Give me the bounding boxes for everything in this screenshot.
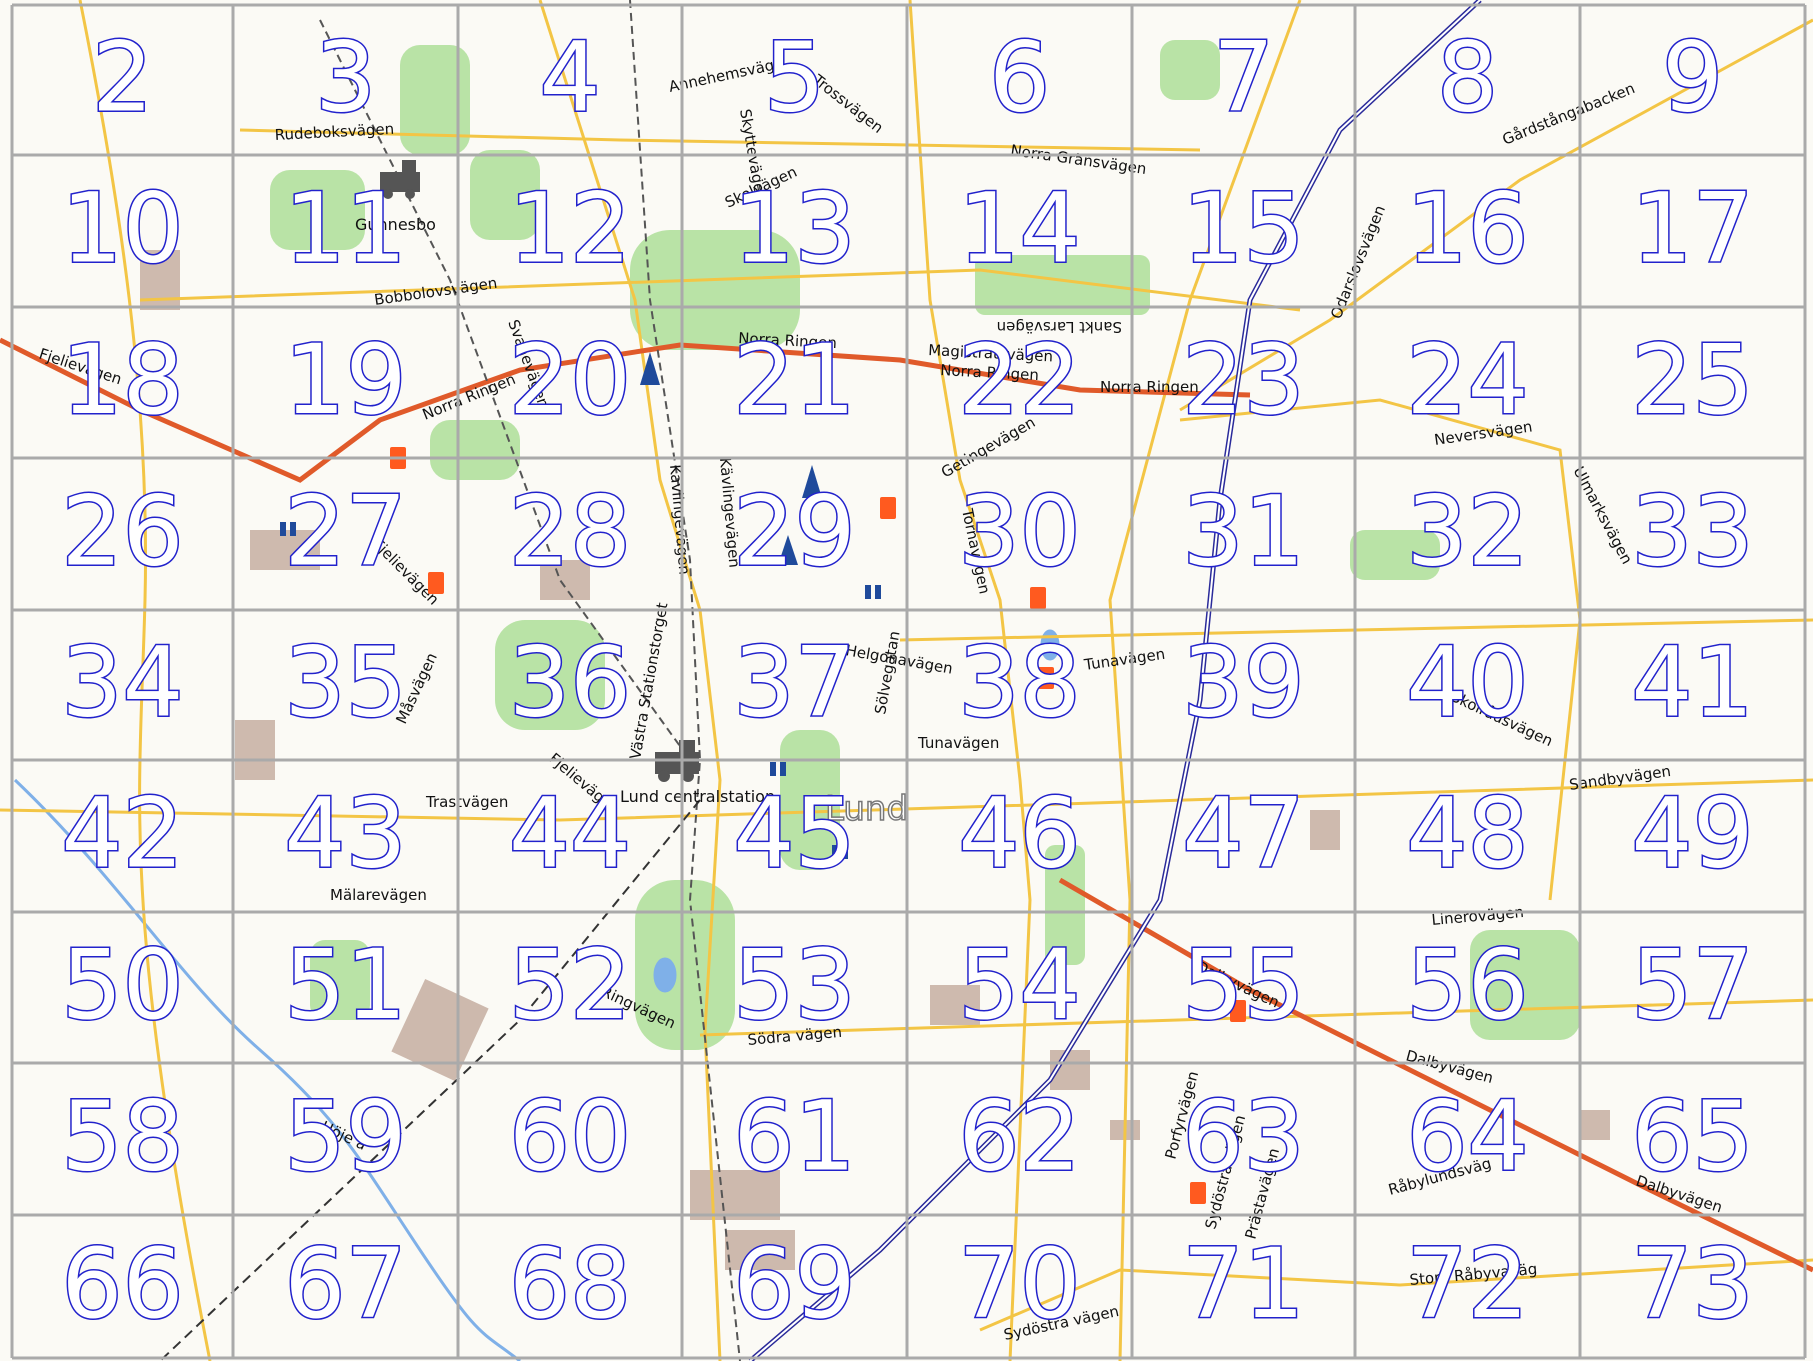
street-norra-ringen-n: Norra Ringen xyxy=(738,329,838,352)
street-malarevagen: Mälarevägen xyxy=(330,886,427,904)
grid-cell-number: 51 xyxy=(284,929,406,1041)
grid-cell-number: 27 xyxy=(284,475,406,587)
grid-cell-number: 28 xyxy=(509,475,631,587)
grid-cell-number: 16 xyxy=(1406,172,1528,284)
grid-cell-number: 65 xyxy=(1631,1080,1753,1192)
grid-cell-number: 33 xyxy=(1631,475,1753,587)
grid-cell-number: 17 xyxy=(1631,172,1753,284)
buildings xyxy=(140,250,1610,1270)
grid-cell-number: 43 xyxy=(284,777,406,889)
grid-cell-number: 68 xyxy=(509,1228,631,1340)
street-sankt-larsvagen: Sankt Larsvägen xyxy=(997,318,1122,336)
grid-cell-number: 66 xyxy=(61,1228,183,1340)
grid-cell-number: 29 xyxy=(733,475,855,587)
grid-cell-number: 67 xyxy=(284,1228,406,1340)
grid-cell-number: 60 xyxy=(509,1080,631,1192)
grid-cell-number: 9 xyxy=(1662,21,1723,133)
street-norra-ringen-ee: Norra Ringen xyxy=(1100,378,1199,396)
grid-cell-number: 47 xyxy=(1182,777,1304,889)
place-gunnesbo: Gunnesbo xyxy=(355,215,436,234)
grid-cell-number: 41 xyxy=(1631,626,1753,738)
grid-cell-number: 63 xyxy=(1182,1080,1304,1192)
grid-cell-number: 22 xyxy=(958,324,1080,436)
grid-cell-number: 31 xyxy=(1182,475,1304,587)
grid-cell-number: 13 xyxy=(733,172,855,284)
grid-cell-number: 6 xyxy=(989,21,1050,133)
tower-icon xyxy=(640,352,822,565)
grid-cell-number: 49 xyxy=(1631,777,1753,889)
grid-cell-number: 54 xyxy=(958,929,1080,1041)
grid-cell-number: 20 xyxy=(509,324,631,436)
grid-cell-number: 64 xyxy=(1406,1080,1528,1192)
street-norra-ringen-e: Norra Ringen xyxy=(940,361,1040,384)
grid-cell-number: 38 xyxy=(958,626,1080,738)
grid-cell-number: 42 xyxy=(61,777,183,889)
grid-cell-number: 21 xyxy=(733,324,855,436)
grid-cell-number: 36 xyxy=(509,626,631,738)
grid-cell-number: 69 xyxy=(733,1228,855,1340)
grid-cell-number: 62 xyxy=(958,1080,1080,1192)
grid-cell-number: 7 xyxy=(1213,21,1274,133)
grid-cell-number: 58 xyxy=(61,1080,183,1192)
grid-cell-number: 37 xyxy=(733,626,855,738)
fuel-icon xyxy=(390,447,1246,1204)
major-roads xyxy=(0,337,1813,1273)
grid-cell-number: 61 xyxy=(733,1080,855,1192)
grid-cell-number: 10 xyxy=(61,172,183,284)
grid-cell-number: 34 xyxy=(61,626,183,738)
place-station: Lund centralstation xyxy=(620,787,775,806)
grid-lines xyxy=(10,3,1807,1360)
parks xyxy=(270,40,1580,1050)
grid-cell-number: 32 xyxy=(1406,475,1528,587)
grid-cell-number: 70 xyxy=(958,1228,1080,1340)
grid-cell-number: 4 xyxy=(539,21,600,133)
grid-cell-number: 26 xyxy=(61,475,183,587)
grid-cell-number: 45 xyxy=(733,777,855,889)
grid-cell-number: 25 xyxy=(1631,324,1753,436)
grid-cell-number: 35 xyxy=(284,626,406,738)
grid-cell-number: 5 xyxy=(764,21,825,133)
grid-cell-number: 14 xyxy=(958,172,1080,284)
grid-cell-number: 46 xyxy=(958,777,1080,889)
street-trastvagen: Trastvägen xyxy=(425,793,508,811)
grid-cell-number: 39 xyxy=(1182,626,1304,738)
grid-cell-number: 73 xyxy=(1631,1228,1753,1340)
grid-cell-number: 71 xyxy=(1182,1228,1304,1340)
grid-cell-number: 57 xyxy=(1631,929,1753,1041)
grid-cell-number: 40 xyxy=(1406,626,1528,738)
grid-cell-number: 3 xyxy=(315,21,376,133)
grid-cell-number: 44 xyxy=(509,777,631,889)
grid-cell-number: 30 xyxy=(958,475,1080,587)
grid-cell-number: 52 xyxy=(509,929,631,1041)
grid-cell-number: 24 xyxy=(1406,324,1528,436)
place-labels: Gunnesbo Lund centralstation Lund xyxy=(355,215,909,830)
grid-cell-number: 53 xyxy=(733,929,855,1041)
grid-cell-number: 12 xyxy=(509,172,631,284)
railways xyxy=(159,0,1482,1361)
grid-cell-number: 18 xyxy=(61,324,183,436)
grid-cell-number: 48 xyxy=(1406,777,1528,889)
grid-cell-number: 56 xyxy=(1406,929,1528,1041)
grid-cell-number: 19 xyxy=(284,324,406,436)
grid-cell-number: 23 xyxy=(1182,324,1304,436)
poi-icons xyxy=(280,160,1246,1204)
place-city: Lund xyxy=(825,789,908,829)
grid-cell-number: 72 xyxy=(1406,1228,1528,1340)
grid-cell-number: 11 xyxy=(284,172,406,284)
grid-cell-number: 50 xyxy=(61,929,183,1041)
grid-cell-number: 59 xyxy=(284,1080,406,1192)
train-icon xyxy=(380,160,420,199)
grid-cell-number: 8 xyxy=(1437,21,1498,133)
grid-cell-number: 55 xyxy=(1182,929,1304,1041)
toilet-icon xyxy=(280,522,881,859)
street-tunavagen2: Tunavägen xyxy=(917,734,999,752)
grid-cell-number: 15 xyxy=(1182,172,1304,284)
grid-cell-number: 2 xyxy=(92,21,153,133)
